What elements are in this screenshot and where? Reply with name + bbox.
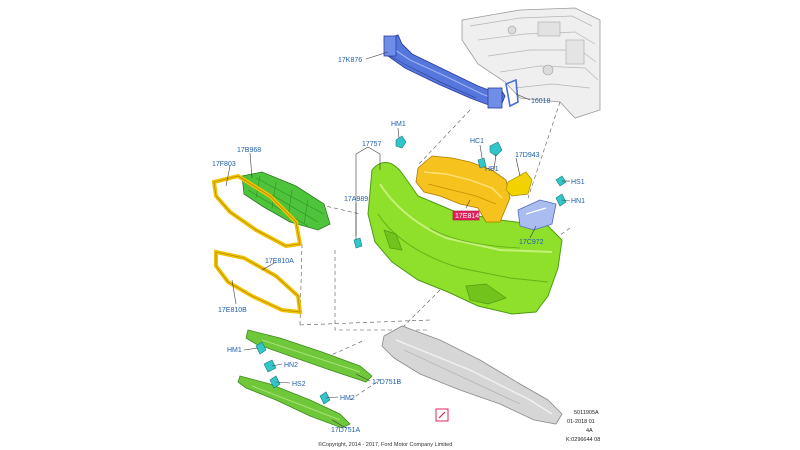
- fastener-clips: [255, 135, 567, 405]
- callout-17757: 17757: [362, 141, 382, 148]
- clip-icon: [395, 135, 407, 149]
- clip-icon: [269, 375, 281, 389]
- bracket-17C972: [517, 199, 557, 231]
- clip-icon: [555, 193, 567, 207]
- callout-17D751A: 17D751A: [331, 427, 361, 434]
- reference-line-1: 5011905A: [574, 410, 599, 416]
- callout-17A989: 17A989: [344, 196, 368, 203]
- callout-17E814: 17E814: [455, 213, 479, 220]
- callout-labels: 17K876 16018 HM1 HC1 17757 17D943 HB1 HS…: [212, 57, 585, 434]
- bracket-17D943: [505, 171, 533, 197]
- reference-line-3: 4A: [586, 428, 593, 434]
- copyright-footer: ©Copyright, 2014 - 2017, Ford Motor Comp…: [318, 441, 452, 448]
- grille-frame-17E810A: [214, 249, 303, 315]
- leader-lines: [225, 51, 571, 429]
- callout-HC1: HC1: [470, 138, 484, 145]
- callout-17E810B: 17E810B: [218, 307, 247, 314]
- clip-icon: [353, 237, 363, 249]
- clip-icon: [255, 341, 267, 355]
- callout-HM1-top: HM1: [391, 121, 406, 128]
- clip-icon: [263, 359, 277, 373]
- air-deflector-17D751A: [237, 375, 351, 429]
- air-deflector-17D751B: [245, 329, 373, 383]
- clip-icon: [319, 391, 331, 405]
- grille-frame-17F803: [211, 173, 303, 249]
- callout-HM2: HM2: [340, 395, 355, 402]
- grille-17B968: [241, 171, 331, 231]
- callout-17E810A: 17E810A: [265, 258, 294, 265]
- callout-17D751B: 17D751B: [372, 379, 402, 386]
- clip-icon: [555, 175, 567, 187]
- callout-HS2: HS2: [292, 381, 306, 388]
- bracket-16018: [505, 78, 519, 108]
- reference-line-4: K:0296644 08: [566, 437, 600, 443]
- callout-17D943: 17D943: [515, 152, 540, 159]
- engine-compartment-illustration: [461, 7, 601, 119]
- callout-HS1: HS1: [571, 179, 585, 186]
- callout-HN2: HN2: [284, 362, 298, 369]
- reference-line-2: 01-2018 01: [567, 419, 595, 425]
- underbody-shield: [381, 325, 563, 425]
- energy-absorber-17E814: [415, 155, 511, 223]
- reference-block: 5011905A 01-2018 01 4A K:0296644 08: [566, 410, 600, 443]
- bumper-reinforcement-17K876: [383, 34, 506, 109]
- bumper-cover: [367, 162, 563, 315]
- callout-HM1-bottom: HM1: [227, 347, 242, 354]
- callout-17C972: 17C972: [519, 239, 544, 246]
- clip-icon: [477, 157, 487, 169]
- callout-17B968: 17B968: [237, 147, 261, 154]
- clip-icon: [489, 141, 503, 157]
- highlighted-fastener: [435, 408, 449, 422]
- callout-16018: 16018: [531, 98, 551, 105]
- callout-HN1: HN1: [571, 198, 585, 205]
- callout-17K876: 17K876: [338, 57, 362, 64]
- callout-HB1: HB1: [485, 166, 499, 173]
- callout-highlight-box: [452, 210, 480, 221]
- callout-17F803: 17F803: [212, 161, 236, 168]
